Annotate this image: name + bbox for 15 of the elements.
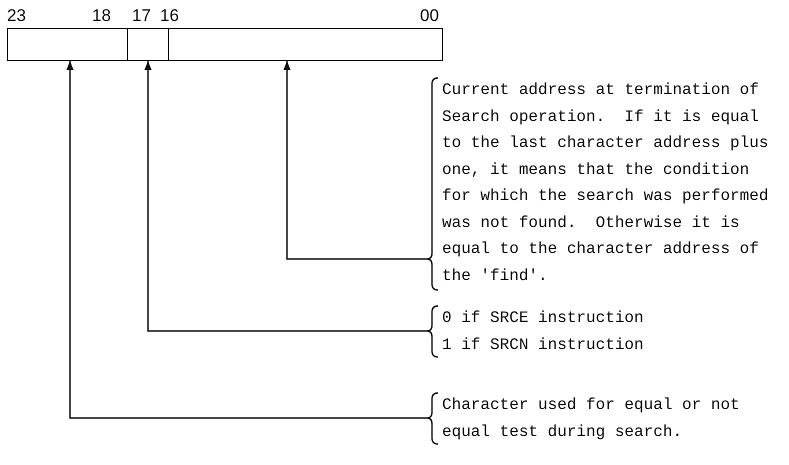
leader-arrow [144,61,427,332]
bit-number: 16 [160,6,179,26]
bit-number: 17 [132,6,151,26]
note-text: 0 if SRCE instruction [442,308,645,329]
bit-number: 00 [420,6,439,26]
note-text: 1 if SRCN instruction [442,334,645,356]
bit-number: 18 [92,6,111,26]
bit-number: 23 [7,6,26,26]
leader-arrow [66,61,427,419]
register-field [168,28,443,61]
leader-arrow [283,61,427,260]
register-field [7,28,128,61]
note-text: Character used for equal or not equal test during search. [442,395,741,442]
register-field [127,28,169,61]
note-text: Current address at termination of Search operation. If it is equal to the last character address plus one, it means that the condition for which the search was performed was not found. Otherwise it is equal to the character address of the 'find'. [442,80,770,286]
